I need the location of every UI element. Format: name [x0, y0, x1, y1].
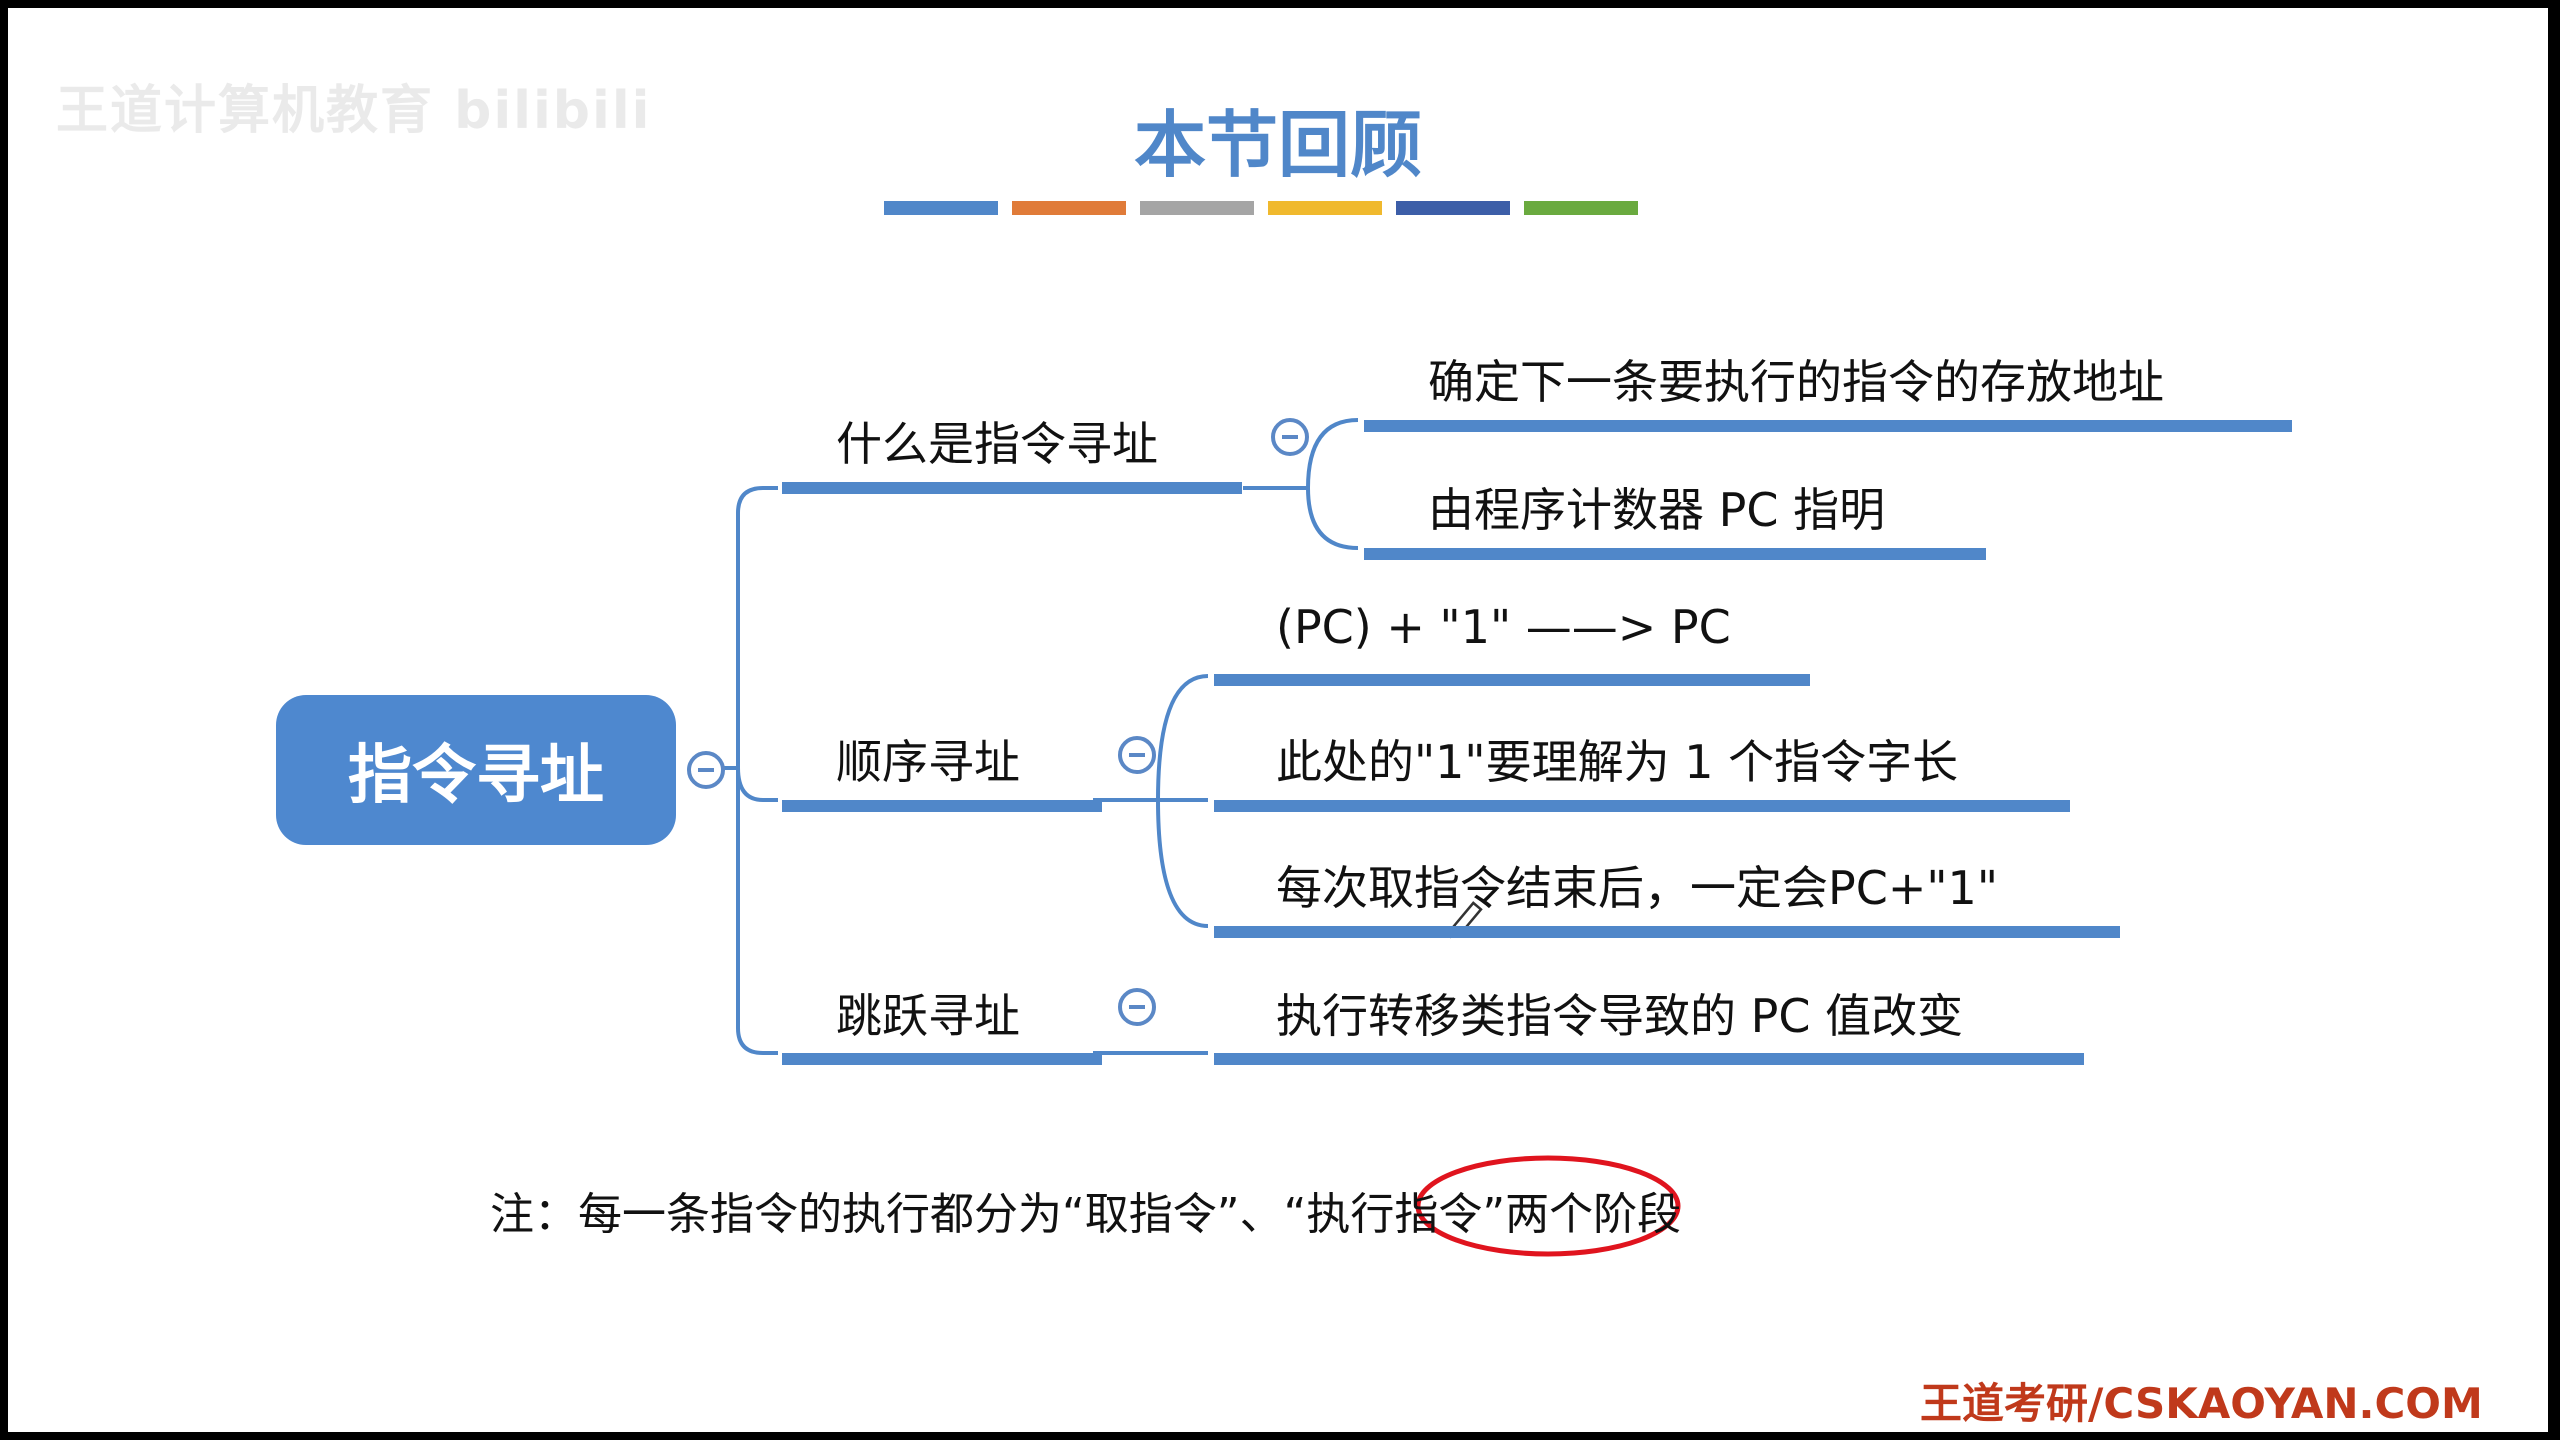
collapse-icon[interactable] — [687, 751, 725, 789]
collapse-icon[interactable] — [1118, 736, 1156, 774]
watermark: 王道计算机教育 bilibili — [56, 81, 652, 141]
branch-label: 顺序寻址 — [836, 735, 1020, 789]
root-label: 指令寻址 — [348, 739, 604, 813]
branch-underline — [782, 800, 1102, 812]
color-bar-segment — [1524, 201, 1638, 215]
collapse-icon[interactable] — [1271, 418, 1309, 456]
root-node[interactable]: 指令寻址 — [276, 695, 676, 845]
collapse-icon[interactable] — [1118, 988, 1156, 1026]
color-bar-segment — [1396, 201, 1510, 215]
connector — [736, 768, 778, 1055]
color-bar-segment — [1012, 201, 1126, 215]
leaf-underline — [1214, 800, 2070, 812]
branch-underline — [782, 1053, 1102, 1065]
leaf-underline — [1364, 548, 1986, 560]
color-bar-segment — [884, 201, 998, 215]
slide: 王道计算机教育 bilibili 本节回顾 — [8, 8, 2548, 1432]
branch-label: 跳跃寻址 — [836, 989, 1020, 1043]
leaf-underline — [1214, 1053, 2084, 1065]
footer-brand: 王道考研/CSKAOYAN.COM — [1920, 1379, 2483, 1428]
leaf-label: 确定下一条要执行的指令的存放地址 — [1428, 355, 2164, 409]
connector — [736, 767, 778, 802]
leaf-underline — [1214, 926, 2120, 938]
leaf-label: 此处的"1"要理解为 1 个指令字长 — [1276, 735, 1959, 789]
leaf-label: (PC) + "1" ——> PC — [1276, 600, 1731, 654]
red-circle-annotation — [1415, 1155, 1681, 1257]
color-bar-segment — [1268, 201, 1382, 215]
connector — [1306, 487, 1359, 550]
leaf-underline — [1214, 674, 1810, 686]
leaf-underline — [1364, 420, 2292, 432]
color-bar — [884, 201, 1638, 215]
connector — [736, 486, 778, 768]
connector — [1156, 674, 1209, 801]
connector — [1306, 418, 1359, 489]
mindmap-connectors — [698, 418, 1681, 1257]
color-bar-segment — [1140, 201, 1254, 215]
note-text: 注：每一条指令的执行都分为“取指令”、“执行指令”两个阶段 — [490, 1189, 1682, 1240]
leaf-label: 执行转移类指令导致的 PC 值改变 — [1276, 989, 1964, 1043]
branch-underline — [782, 482, 1242, 494]
connector — [1156, 799, 1209, 928]
leaf-label: 每次取指令结束后，一定会PC+"1" — [1276, 861, 1998, 915]
branch-label: 什么是指令寻址 — [836, 417, 1158, 471]
slide-title: 本节回顾 — [1133, 103, 1422, 187]
leaf-label: 由程序计数器 PC 指明 — [1428, 483, 1886, 537]
